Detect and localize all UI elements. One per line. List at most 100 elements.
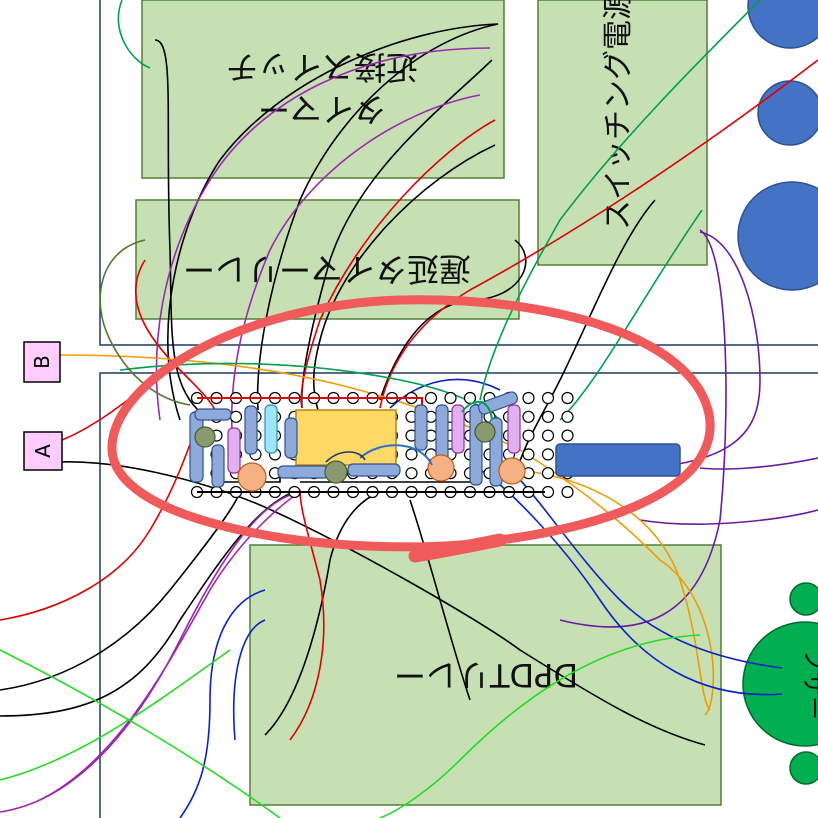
olive-part-left xyxy=(194,426,216,448)
wire xyxy=(379,634,701,818)
board-hole xyxy=(561,429,574,442)
board-hole xyxy=(561,410,574,423)
tag-b-box xyxy=(23,341,61,383)
board-hole xyxy=(541,467,555,480)
wire xyxy=(179,589,266,818)
capacitor-right xyxy=(498,457,526,485)
diode-left xyxy=(227,427,241,474)
wire xyxy=(699,457,818,470)
board-hole xyxy=(561,391,574,405)
module-switching-box xyxy=(537,0,708,266)
board-hole xyxy=(541,391,555,405)
tag-b-label: B xyxy=(30,355,54,369)
module-switching-label: スイッチング電源 xyxy=(601,0,636,230)
resistor-top-left xyxy=(194,408,232,421)
wire xyxy=(599,231,761,471)
wire xyxy=(0,489,241,691)
wire xyxy=(230,94,481,431)
wire xyxy=(559,229,727,628)
wire xyxy=(117,0,151,69)
board-hole xyxy=(541,410,555,423)
navy-jumper xyxy=(325,451,366,463)
wire xyxy=(0,649,231,781)
buzzer-tab-top xyxy=(789,582,818,616)
board-hole xyxy=(561,485,574,499)
wire xyxy=(639,509,818,525)
wire xyxy=(0,494,291,813)
module-dpdt-label: DPDTリレー xyxy=(394,656,578,694)
board-hole xyxy=(522,448,535,461)
resistor-h-mid xyxy=(347,463,401,477)
highlight-tail xyxy=(408,533,507,563)
ic-chip xyxy=(295,409,397,466)
module-switching-power: スイッチング電源 xyxy=(537,0,708,266)
wire xyxy=(519,479,783,669)
module-timer-label: タイマー xyxy=(258,90,386,128)
wire xyxy=(379,59,818,409)
board-hole xyxy=(229,410,243,423)
buzzer: ブザー xyxy=(742,582,818,785)
resistor-v-5 xyxy=(414,404,428,451)
wire xyxy=(0,419,201,621)
board-components xyxy=(189,391,681,493)
wire xyxy=(39,491,301,801)
board-hole xyxy=(541,429,555,442)
buzzer-tab-bottom xyxy=(789,751,818,785)
module-dpdt-box xyxy=(249,544,722,806)
buzzer-body xyxy=(742,621,818,747)
olive-part-mid xyxy=(324,460,348,484)
wire xyxy=(264,491,381,736)
wire xyxy=(155,47,491,421)
diode-right xyxy=(507,404,521,454)
wire xyxy=(289,489,325,741)
blue-terminal-bar xyxy=(555,443,681,477)
board-hole xyxy=(541,448,555,461)
module-proximity-label: 近接スイッチ xyxy=(226,48,418,86)
wire xyxy=(99,239,191,406)
module-timer-box xyxy=(141,0,505,179)
wire xyxy=(514,199,656,481)
wire xyxy=(389,378,501,409)
resistor-h-bottom xyxy=(277,465,331,479)
wire xyxy=(312,144,496,411)
blue-circle-top xyxy=(747,0,818,49)
blue-circle-middle xyxy=(757,80,818,146)
upper-enclosure xyxy=(99,0,818,346)
resistor-v-4 xyxy=(284,417,298,459)
wire xyxy=(409,499,471,701)
tag-a: A xyxy=(23,431,63,471)
resistor-left-1 xyxy=(189,411,204,483)
capacitor-left xyxy=(237,462,267,492)
wire xyxy=(0,649,281,818)
buzzer-label: ブザー xyxy=(800,648,818,720)
module-dpdt-relay: DPDTリレー xyxy=(249,544,722,806)
wire xyxy=(300,119,496,409)
green-jumper xyxy=(461,400,493,421)
board-hole xyxy=(444,391,457,405)
cyan-component xyxy=(264,404,278,454)
tag-a-box xyxy=(23,431,63,471)
board-hole xyxy=(522,410,535,423)
tag-a-label: A xyxy=(31,444,55,458)
wire xyxy=(154,39,199,411)
blue-jumper xyxy=(359,444,433,466)
board-hole xyxy=(522,429,535,442)
tag-b: B xyxy=(23,341,61,383)
enclosure-frames xyxy=(99,0,818,818)
board-hole xyxy=(405,448,418,461)
board-hole xyxy=(424,391,438,405)
wire xyxy=(232,619,266,741)
highlight-ellipse xyxy=(107,295,715,552)
lower-enclosure xyxy=(99,372,818,818)
resistor-v-3 xyxy=(244,405,258,455)
resistor-left-2 xyxy=(211,444,225,488)
highlight-annotation xyxy=(107,295,715,563)
module-timer: タイマー 近接スイッチ xyxy=(141,0,505,179)
diode-mid xyxy=(451,404,465,454)
wire xyxy=(59,461,706,746)
wire xyxy=(167,23,499,421)
blue-circle-bottom xyxy=(737,181,818,291)
resistor-v-7 xyxy=(469,404,483,486)
board-hole xyxy=(522,391,535,405)
olive-part-right xyxy=(474,421,496,443)
